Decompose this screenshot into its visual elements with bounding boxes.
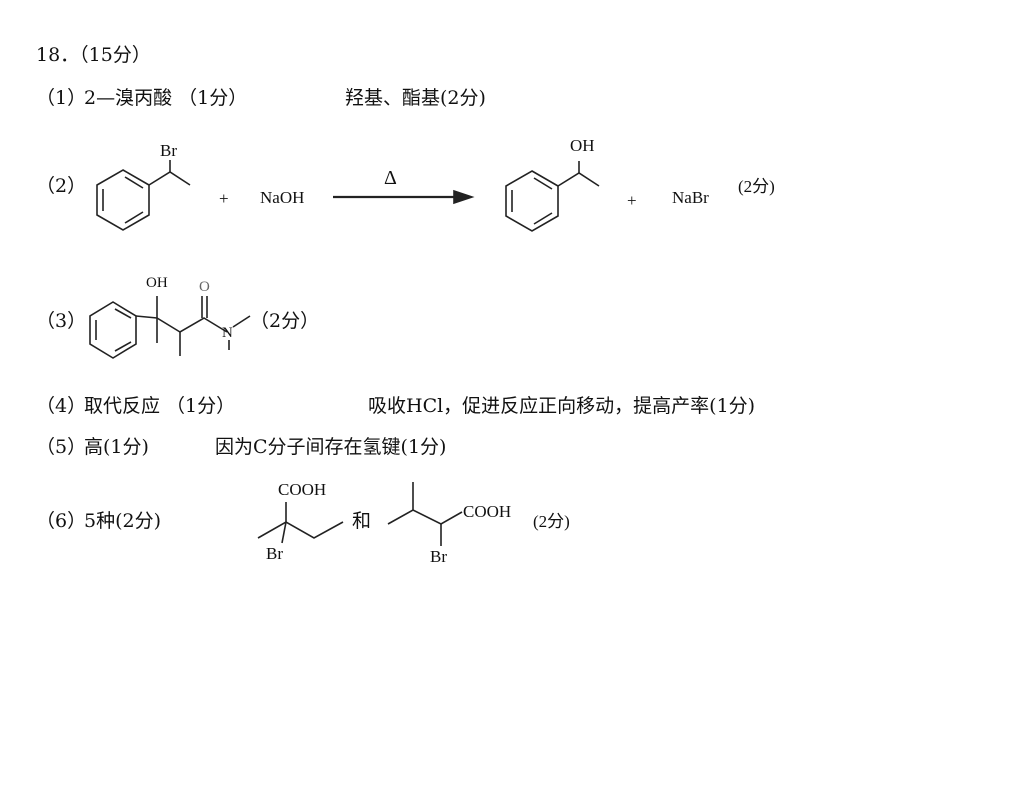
q5-answer-a: 高(1分): [84, 436, 149, 458]
benzene-ring-reactant: [96, 160, 191, 231]
q6-score: (2分): [533, 512, 570, 531]
q4-number: （4）: [36, 395, 87, 417]
reaction-arrow: [333, 189, 475, 205]
q5-answer-b: 因为C分子间存在氢键(1分): [215, 436, 447, 458]
plus-sign: +: [627, 191, 637, 210]
q5-number: （5）: [36, 436, 87, 458]
plus-sign: +: [219, 189, 229, 208]
br-label: Br: [430, 547, 447, 566]
cooh-label: COOH: [278, 480, 327, 499]
and-text: 和: [352, 510, 372, 532]
q6-answer-a: 5种(2分): [84, 510, 162, 532]
q3-structure: [89, 296, 251, 359]
q3-n-label: N: [222, 325, 233, 341]
q4-answer-b: 吸收HCl，促进反应正向移动，提高产率(1分): [368, 395, 756, 417]
nabr-label: NaBr: [672, 188, 709, 207]
q3-number: （3）: [36, 310, 87, 332]
q6-number: （6）: [36, 510, 87, 532]
q2-number: （2）: [36, 175, 87, 197]
q3-o-label: O: [199, 279, 210, 295]
q1-number: （1）: [36, 87, 87, 109]
q2-score: (2分): [738, 177, 775, 196]
q1-answer-b: 羟基、酯基(2分): [345, 87, 486, 109]
q6-structure-1: [257, 502, 344, 544]
heat-symbol: Δ: [384, 167, 397, 189]
q1-answer-a: 2—溴丙酸 （1分）: [84, 87, 248, 109]
bromo-label: Br: [160, 141, 177, 160]
benzene-ring-product: [505, 161, 600, 232]
q6-structure-2: [387, 482, 463, 546]
q3-score: （2分）: [250, 310, 320, 332]
q4-answer-a: 取代反应 （1分）: [84, 395, 236, 417]
cooh-label: COOH: [463, 502, 512, 521]
question-header: 18．（15分）: [36, 44, 151, 66]
br-label: Br: [266, 544, 283, 563]
naoh-label: NaOH: [260, 188, 305, 207]
q3-oh-label: OH: [146, 275, 168, 291]
hydroxyl-label: OH: [570, 136, 595, 155]
